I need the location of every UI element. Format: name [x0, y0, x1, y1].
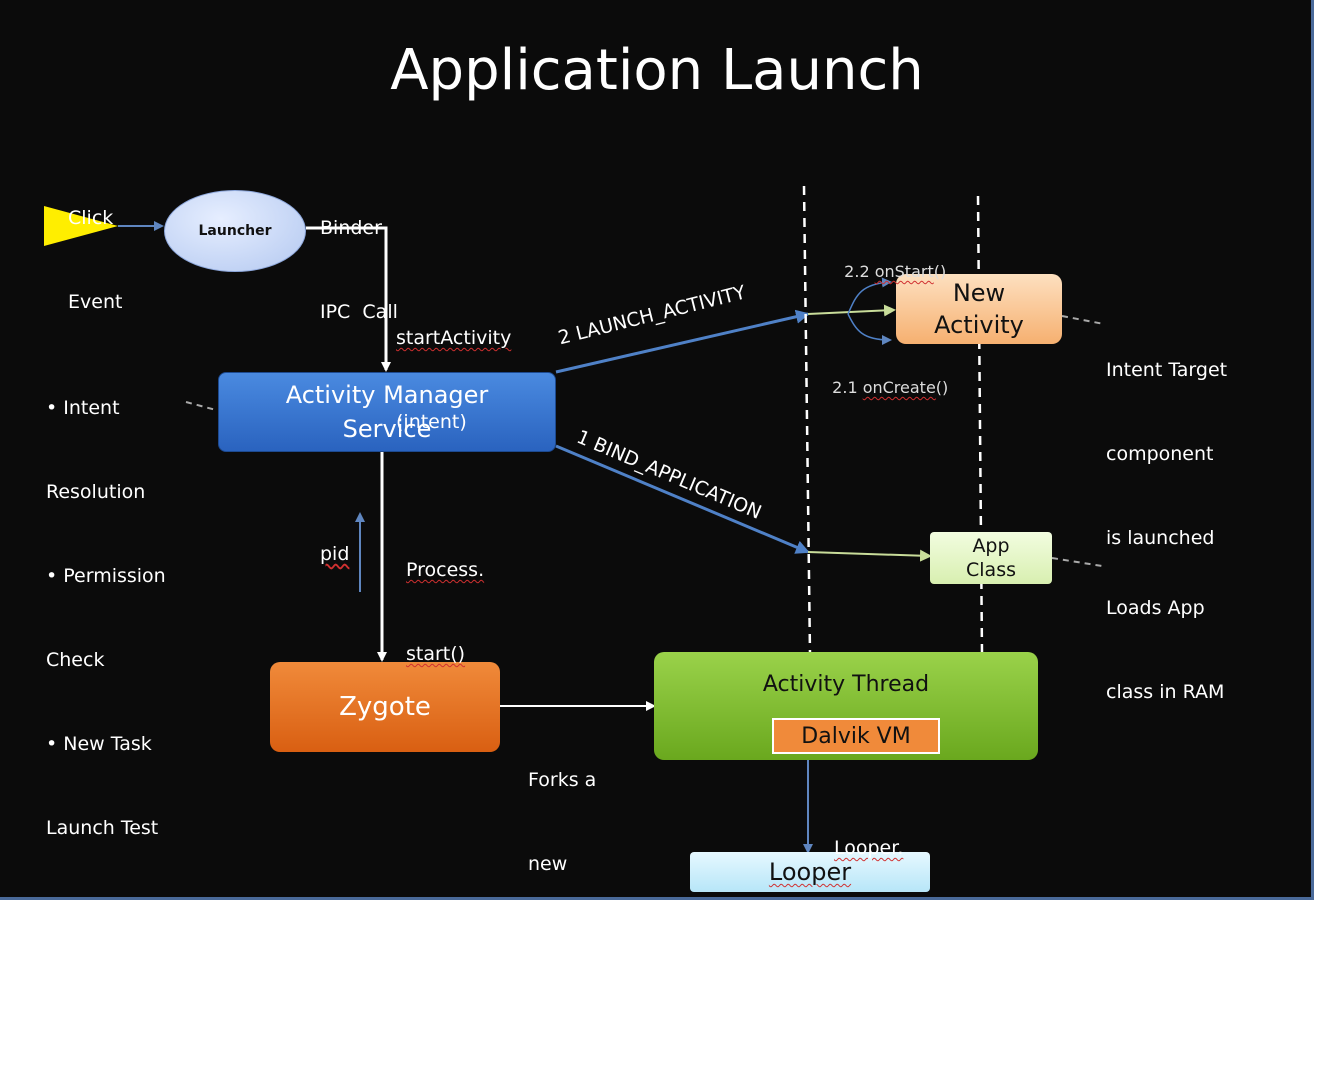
on-start-paren: (): [933, 262, 947, 281]
check-item-2-line1: Permission: [46, 562, 165, 590]
on-start-fn: onStart: [874, 262, 934, 281]
loads-app-line2: class in RAM: [1106, 681, 1225, 703]
looper-loop-label: Looper. loop(): [834, 778, 903, 974]
forks-label: Forks a new Linux process: [528, 710, 601, 1074]
on-create-num: 2.1: [832, 378, 863, 397]
app-class-label-line2: Class: [966, 559, 1016, 581]
intent-target-label: Intent Target component is launched: [1106, 300, 1227, 580]
dalvik-vm-node: Dalvik VM: [772, 718, 940, 754]
dalvik-vm-label: Dalvik VM: [801, 723, 911, 749]
new-activity-label-line2: Activity: [934, 311, 1024, 339]
click-event-line1: Click: [68, 207, 114, 229]
looper-node: Looper: [690, 852, 930, 892]
intent-target-line1: Intent Target: [1106, 359, 1228, 381]
checks-list: Intent Resolution Permission Check New T…: [46, 338, 166, 870]
process-start-label: Process. start(): [406, 500, 484, 696]
looper-label: Looper: [768, 858, 852, 886]
ams-label-line2: Service: [342, 415, 432, 443]
click-event-triangle: [44, 206, 118, 246]
click-event-line2: Event: [68, 291, 123, 313]
start-activity-label: startActivity (intent): [396, 268, 511, 464]
new-activity-label-line1: New: [952, 279, 1006, 307]
forks-line2: new: [528, 853, 568, 875]
on-create-curve: [847, 313, 892, 345]
app-class-node: App Class: [930, 532, 1052, 584]
looper-loop-line1: Looper.: [834, 837, 904, 859]
launcher-label: Launcher: [198, 223, 272, 239]
binder-line2: IPC Call: [320, 301, 398, 323]
intent-target-line3: is launched: [1106, 527, 1215, 549]
loads-app-line1: Loads App: [1106, 597, 1205, 619]
loads-app-callout-line: [1051, 557, 1103, 567]
check-item-2-line2: Check: [46, 649, 105, 671]
checks-callout-line: [185, 401, 217, 411]
pid-label: pid: [320, 543, 350, 565]
on-create-label: 2.1 onCreate(): [822, 346, 948, 402]
looper-loop-line2: loop(): [834, 921, 890, 943]
process-start-line2: start(): [406, 643, 466, 665]
check-item-1-line1: Intent: [46, 394, 166, 422]
zygote-node: Zygote: [270, 662, 500, 752]
thread-to-app-class-arrow: [807, 549, 932, 562]
start-activity-line2: (intent): [396, 411, 467, 433]
activity-manager-service-node: Activity Manager Service: [218, 372, 556, 452]
forks-line3: Linux: [528, 937, 580, 959]
diagram-connectors: [44, 185, 1105, 854]
check-item-1-line2: Resolution: [46, 481, 146, 503]
ams-label-line1: Activity Manager: [285, 381, 489, 409]
check-item-3-line2: Launch Test: [46, 817, 159, 839]
process-start-line1: Process.: [406, 559, 485, 581]
launch-activity-arrow: [555, 309, 810, 374]
check-item-3-line1: New Task: [46, 730, 166, 758]
on-start-label: 2.2 onStart(): [834, 230, 946, 286]
on-start-curve: [847, 277, 892, 315]
bind-application-arrow: [555, 444, 810, 554]
click-event-label: Click Event: [68, 148, 122, 344]
app-class-label-line1: App: [972, 535, 1010, 557]
launcher-node: Launcher: [164, 190, 306, 272]
start-activity-line1: startActivity: [396, 327, 512, 349]
loads-app-label: Loads App class in RAM: [1106, 538, 1224, 734]
new-activity-node: New Activity: [896, 274, 1062, 344]
forks-line1: Forks a: [528, 769, 597, 791]
binder-line1: Binder: [320, 217, 382, 239]
forks-line4: process: [528, 1021, 602, 1043]
dashed-line-thread: [802, 185, 812, 655]
on-create-paren: (): [935, 378, 949, 397]
intent-target-line2: component: [1106, 443, 1214, 465]
on-start-num: 2.2: [844, 262, 875, 281]
intent-target-callout-line: [1061, 315, 1105, 325]
dashed-line-app: [976, 195, 984, 655]
on-create-fn: onCreate: [862, 378, 936, 397]
zygote-label: Zygote: [339, 692, 431, 722]
slide-title: Application Launch: [390, 38, 924, 103]
thread-to-new-activity-arrow: [807, 304, 896, 317]
binder-ipc-label: Binder IPC Call: [320, 158, 398, 354]
activity-thread-label: Activity Thread: [762, 672, 930, 697]
launcher-to-ams-arrow: [306, 226, 391, 372]
